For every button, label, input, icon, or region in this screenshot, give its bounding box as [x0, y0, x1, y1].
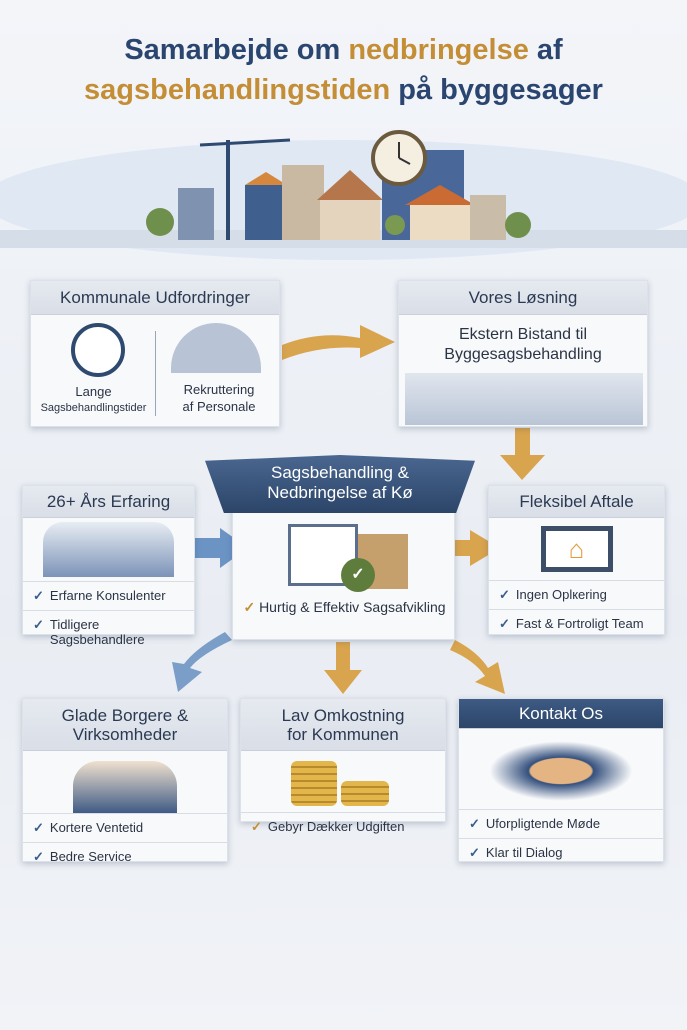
recruitment-magnifier-icon: [171, 323, 261, 373]
list-item: ✓Tidligere Sagsbehandlere: [23, 610, 194, 653]
solution-card: Vores Løsning Ekstern Bistand til Bygges…: [398, 280, 648, 427]
challenge-label: af Personale: [182, 399, 256, 414]
list-item: ✓Bedre Service: [23, 842, 227, 871]
list-item: ✓Uforpligtende Møde: [459, 809, 663, 838]
happy-citizens-icon: [73, 761, 177, 813]
center-item: ✓ Hurtig & Effektiv Sagsafvikling: [243, 599, 446, 615]
cost-card: Lav Omkostning for Kommunen ✓Gebyr Dække…: [240, 698, 446, 834]
laptop-house-icon: ⌂: [540, 526, 613, 572]
arrow-center-to-flexible: [435, 530, 500, 566]
challenge-label: Sagsbehandlingstider: [40, 402, 147, 414]
challenge-label: Lange: [75, 384, 112, 399]
arrow-to-citizens: [172, 632, 232, 692]
coins-icon: [291, 761, 395, 806]
title-line-2: sagsbehandlingstiden på byggesager: [84, 74, 603, 106]
skyline-illustration: [0, 130, 687, 260]
clock-icon: [71, 323, 125, 377]
challenge-label: Rekruttering: [183, 382, 255, 397]
arrow-to-contact: [450, 640, 505, 694]
title-line-1: Samarbejde om nedbringelse af: [124, 34, 563, 66]
list-item: ✓Klar til Dialog: [459, 838, 663, 867]
flexible-card: Fleksibel Aftale ⌂ ✓Ingen Oplкering ✓Fas…: [488, 485, 665, 635]
list-item: ✓Gebyr Dækker Udgiften: [241, 812, 445, 841]
experience-card: 26+ Års Erfaring ✓Erfarne Konsulenter ✓T…: [22, 485, 195, 647]
card-header: Vores Løsning: [399, 281, 647, 315]
solution-text: Ekstern Bistand til Byggesagsbehandling: [444, 326, 602, 363]
check-circle-icon: ✓: [341, 558, 375, 592]
list-item: ✓Fast & Fortroligt Team: [489, 609, 664, 638]
card-header: Glade Borgere & Virksomheder: [23, 699, 227, 751]
flow-arrows: [172, 325, 545, 694]
list-item: ✓Erfarne Konsulenter: [23, 581, 194, 610]
arrow-challenges-to-solution: [282, 325, 395, 360]
arrow-experience-to-center: [195, 528, 248, 568]
card-header: Kommunale Udfordringer: [31, 281, 279, 315]
list-item: ✓Kortere Ventetid: [23, 813, 227, 842]
center-banner: Sagsbehandling & Nedbringelse af Kø: [205, 455, 475, 513]
card-header: 26+ Års Erfaring: [23, 486, 194, 518]
card-header: Fleksibel Aftale: [489, 486, 664, 518]
card-header: Lav Omkostning for Kommunen: [241, 699, 445, 751]
arrow-to-cost: [324, 642, 362, 694]
consultants-icon: [43, 522, 174, 577]
center-card: ✓ ✓ Hurtig & Effektiv Sagsafvikling: [232, 505, 455, 640]
contact-header[interactable]: Kontakt Os: [459, 699, 663, 729]
list-item: ✓Ingen Oplкering: [489, 580, 664, 609]
arrow-solution-to-flexible: [500, 428, 545, 480]
handshake-icon: [489, 741, 633, 801]
citizens-card: Glade Borgere & Virksomheder ✓Kortere Ve…: [22, 698, 228, 864]
contact-card[interactable]: Kontakt Os ✓Uforpligtende Møde ✓Klar til…: [458, 698, 664, 862]
team-meeting-image: [405, 373, 643, 425]
